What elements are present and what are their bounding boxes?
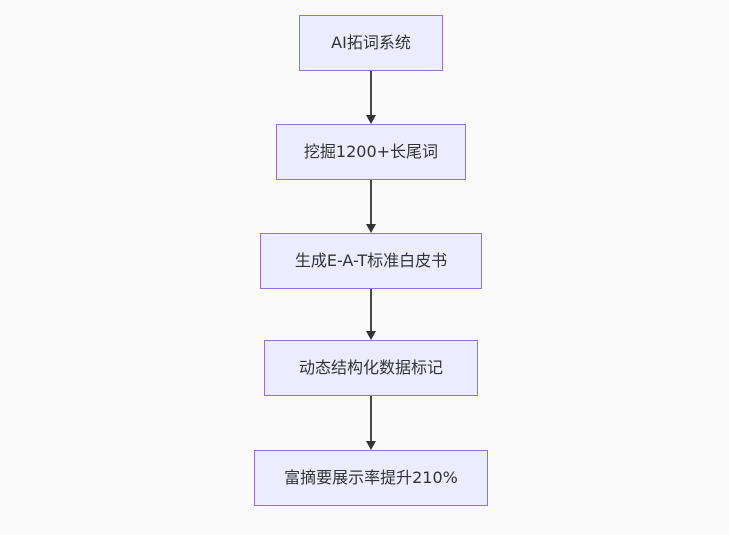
connector-line [370,71,372,115]
flow-node-eat-whitepaper: 生成E-A-T标准白皮书 [260,233,482,289]
connector-arrow [366,289,376,340]
connector-arrow [366,71,376,124]
flow-node-rich-snippet-result: 富摘要展示率提升210% [254,450,488,506]
flow-node-label: 挖掘1200+长尾词 [303,142,439,162]
arrowhead-down-icon [366,331,376,340]
flow-node-label: 富摘要展示率提升210% [284,468,458,488]
flow-node-ai-word-system: AI拓词系统 [299,15,443,71]
flow-node-longtail-mining: 挖掘1200+长尾词 [276,124,466,180]
connector-arrow [366,396,376,450]
connector-arrow [366,180,376,233]
connector-line [370,289,372,331]
arrowhead-down-icon [366,224,376,233]
arrowhead-down-icon [366,441,376,450]
connector-line [370,180,372,224]
flow-node-structured-data: 动态结构化数据标记 [264,340,478,396]
flow-node-label: AI拓词系统 [331,33,411,53]
arrowhead-down-icon [366,115,376,124]
connector-line [370,396,372,441]
flow-node-label: 动态结构化数据标记 [298,358,443,378]
flow-node-label: 生成E-A-T标准白皮书 [294,251,448,271]
